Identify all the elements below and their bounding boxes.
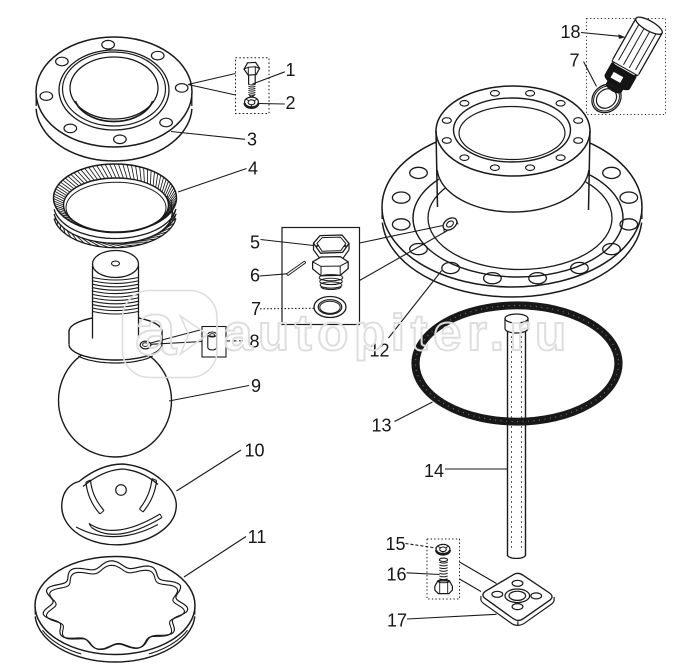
svg-text:a: a [135,288,177,371]
svg-text:2: 2 [285,93,295,113]
svg-text:7: 7 [569,51,579,71]
svg-text:16: 16 [386,565,406,585]
svg-text:18: 18 [560,22,580,42]
svg-text:7: 7 [251,299,261,319]
svg-text:3: 3 [247,130,257,150]
svg-text:5: 5 [250,233,260,253]
svg-text:autopiter.ru: autopiter.ru [224,304,572,361]
svg-text:11: 11 [248,527,267,547]
svg-text:12: 12 [369,341,389,361]
svg-text:8: 8 [249,332,259,352]
svg-text:15: 15 [385,534,405,554]
svg-text:1: 1 [285,60,295,80]
svg-text:14: 14 [424,461,444,481]
svg-text:6: 6 [250,266,260,286]
svg-text:17: 17 [387,611,407,631]
svg-text:9: 9 [251,376,261,396]
svg-text:4: 4 [248,159,258,179]
svg-text:13: 13 [371,416,391,436]
svg-text:10: 10 [244,441,264,461]
